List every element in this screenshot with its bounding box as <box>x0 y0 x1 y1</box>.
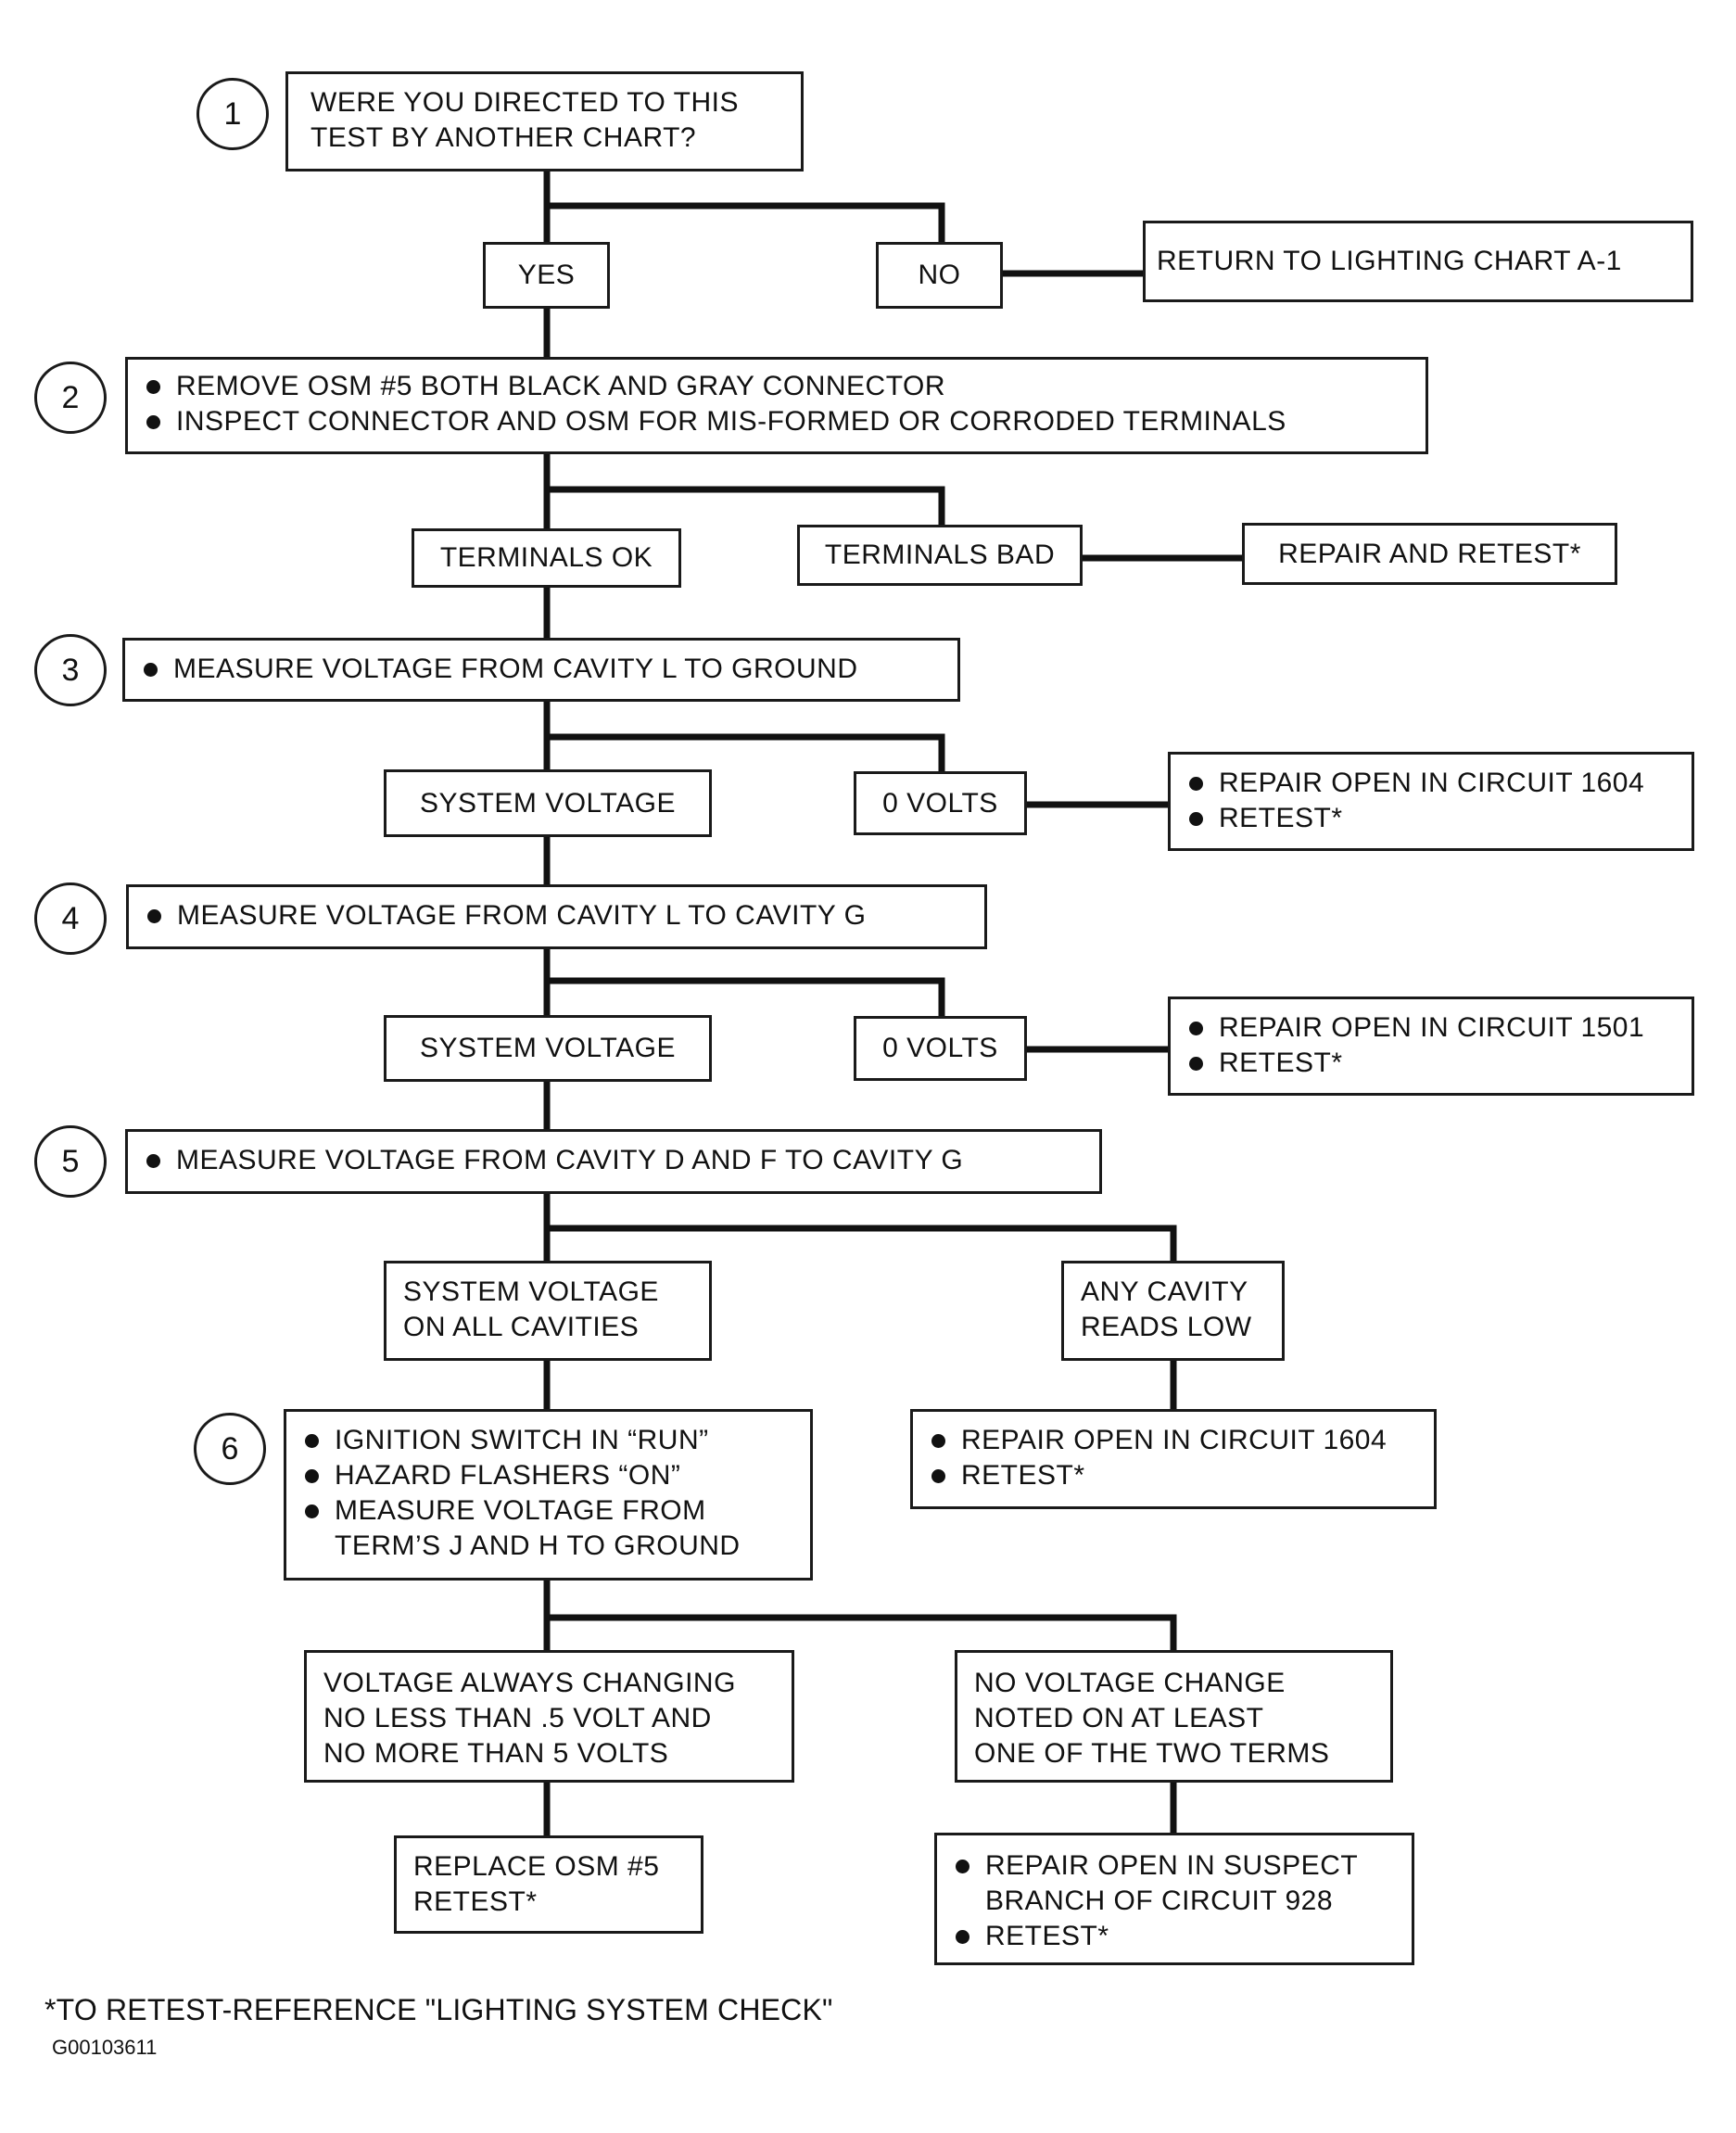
step-3-pass-box: SYSTEM VOLTAGE <box>384 769 712 837</box>
step-6-pass-box: VOLTAGE ALWAYS CHANGING NO LESS THAN .5 … <box>304 1650 794 1783</box>
step-3-fail-label: 0 VOLTS <box>882 787 998 819</box>
step-5-fail-line-2: READS LOW <box>1081 1312 1252 1342</box>
step-6-instruction-box: IGNITION SWITCH IN “RUN” HAZARD FLASHERS… <box>284 1409 813 1581</box>
step-1-question-box: WERE YOU DIRECTED TO THIS TEST BY ANOTHE… <box>285 71 804 171</box>
connector-6 <box>543 1577 1177 1839</box>
step-1-no-action-box: RETURN TO LIGHTING CHART A-1 <box>1143 221 1693 302</box>
step-6-fail-action-continuation: BRANCH OF CIRCUIT 928 <box>985 1885 1334 1916</box>
step-4-pass-box: SYSTEM VOLTAGE <box>384 1015 712 1082</box>
bullet-icon <box>146 380 160 394</box>
step-6-pass-action-1: REPLACE OSM #5 <box>413 1851 660 1882</box>
connector-3 <box>543 698 1174 808</box>
step-2-pass-box: TERMINALS OK <box>412 528 681 588</box>
step-1-no-action-label: RETURN TO LIGHTING CHART A-1 <box>1157 246 1622 276</box>
step-6-pass-line-2: NO LESS THAN .5 VOLT AND <box>323 1703 712 1733</box>
step-3-instruction-box: MEASURE VOLTAGE FROM CAVITY L TO GROUND <box>122 638 960 702</box>
step-number-2: 2 <box>34 362 107 434</box>
step-6-fail-action-box: REPAIR OPEN IN SUSPECT BRANCH OF CIRCUIT… <box>934 1833 1414 1965</box>
bullet-icon <box>1189 1057 1203 1071</box>
bullet-icon <box>144 663 158 677</box>
bullet-icon <box>146 415 160 429</box>
step-number-3: 3 <box>34 634 107 706</box>
step-4-pass-label: SYSTEM VOLTAGE <box>420 1033 676 1063</box>
step-5-fail-line-1: ANY CAVITY <box>1081 1276 1248 1307</box>
step-6-fail-action-2: RETEST* <box>985 1921 1109 1951</box>
step-5-pass-line-2: ON ALL CAVITIES <box>403 1312 640 1342</box>
step-number-5: 5 <box>34 1125 107 1198</box>
step-5-fail-action-1: REPAIR OPEN IN CIRCUIT 1604 <box>961 1425 1388 1455</box>
step-6-instruction-2: HAZARD FLASHERS “ON” <box>335 1460 681 1491</box>
step-1-question-line-2: TEST BY ANOTHER CHART? <box>310 122 697 153</box>
step-6-pass-action-2: RETEST* <box>413 1886 538 1917</box>
step-2-fail-label: TERMINALS BAD <box>824 540 1056 570</box>
bullet-icon <box>1189 777 1203 791</box>
bullet-icon <box>1189 812 1203 826</box>
step-number-6: 6 <box>194 1413 266 1485</box>
step-3-fail-box: 0 VOLTS <box>854 771 1027 835</box>
step-1-no-box: NO <box>876 242 1003 309</box>
step-6-fail-line-2: NOTED ON AT LEAST <box>974 1703 1264 1733</box>
step-4-instruction-box: MEASURE VOLTAGE FROM CAVITY L TO CAVITY … <box>126 884 987 949</box>
step-3-fail-action-1: REPAIR OPEN IN CIRCUIT 1604 <box>1219 768 1645 798</box>
step-number-4: 4 <box>34 882 107 955</box>
step-2-fail-box: TERMINALS BAD <box>797 525 1083 586</box>
step-6-fail-line-1: NO VOLTAGE CHANGE <box>974 1668 1286 1698</box>
bullet-icon <box>931 1469 945 1483</box>
step-4-fail-action-2: RETEST* <box>1219 1047 1343 1078</box>
step-6-instruction-1: IGNITION SWITCH IN “RUN” <box>335 1425 709 1455</box>
step-1-question-line-1: WERE YOU DIRECTED TO THIS <box>310 87 740 118</box>
step-5-fail-action-2: RETEST* <box>961 1460 1085 1491</box>
step-2-fail-action-box: REPAIR AND RETEST* <box>1242 523 1617 585</box>
step-6-pass-line-1: VOLTAGE ALWAYS CHANGING <box>323 1668 736 1698</box>
step-1-no-label: NO <box>918 260 961 290</box>
bullet-icon <box>305 1469 319 1483</box>
step-3-pass-label: SYSTEM VOLTAGE <box>420 787 676 819</box>
bullet-icon <box>305 1434 319 1448</box>
step-1-yes-box: YES <box>483 242 610 309</box>
bullet-icon <box>956 1860 969 1873</box>
step-4-fail-action-1: REPAIR OPEN IN CIRCUIT 1501 <box>1219 1012 1645 1043</box>
bullet-icon <box>305 1505 319 1518</box>
connector-5 <box>543 1190 1177 1413</box>
step-2-pass-label: TERMINALS OK <box>439 542 653 573</box>
step-3-fail-action-box: REPAIR OPEN IN CIRCUIT 1604 RETEST* <box>1168 752 1694 851</box>
bullet-icon <box>147 909 161 923</box>
bullet-icon <box>1189 1022 1203 1035</box>
step-2-instruction-box: REMOVE OSM #5 BOTH BLACK AND GRAY CONNEC… <box>125 357 1428 454</box>
step-5-fail-action-box: REPAIR OPEN IN CIRCUIT 1604 RETEST* <box>910 1409 1437 1509</box>
figure-code: G00103611 <box>52 2036 158 2059</box>
step-4-instruction-1: MEASURE VOLTAGE FROM CAVITY L TO CAVITY … <box>177 900 867 931</box>
step-4-fail-box: 0 VOLTS <box>854 1016 1027 1081</box>
step-3-instruction-1: MEASURE VOLTAGE FROM CAVITY L TO GROUND <box>173 654 858 684</box>
step-2-fail-action-label: REPAIR AND RETEST* <box>1278 538 1581 569</box>
step-6-instruction-continuation: TERM’S J AND H TO GROUND <box>335 1530 741 1561</box>
step-5-pass-box: SYSTEM VOLTAGE ON ALL CAVITIES <box>384 1261 712 1361</box>
step-5-instruction-1: MEASURE VOLTAGE FROM CAVITY D AND F TO C… <box>176 1145 964 1175</box>
connector-4 <box>543 946 1174 1053</box>
step-6-fail-action-1: REPAIR OPEN IN SUSPECT <box>985 1850 1359 1881</box>
step-1-yes-label: YES <box>517 260 576 290</box>
retest-footnote: *TO RETEST-REFERENCE "LIGHTING SYSTEM CH… <box>44 1993 833 2026</box>
connector-2 <box>543 451 1248 562</box>
step-2-instruction-1: REMOVE OSM #5 BOTH BLACK AND GRAY CONNEC… <box>176 371 946 401</box>
step-6-pass-action-box: REPLACE OSM #5 RETEST* <box>394 1835 703 1934</box>
step-5-instruction-box: MEASURE VOLTAGE FROM CAVITY D AND F TO C… <box>125 1129 1102 1194</box>
step-4-fail-label: 0 VOLTS <box>882 1033 998 1063</box>
step-6-instruction-3: MEASURE VOLTAGE FROM <box>335 1495 706 1526</box>
step-2-instruction-2: INSPECT CONNECTOR AND OSM FOR MIS-FORMED… <box>176 406 1286 437</box>
connector-1 <box>543 168 1149 277</box>
step-6-pass-line-3: NO MORE THAN 5 VOLTS <box>323 1738 669 1769</box>
step-5-fail-box: ANY CAVITY READS LOW <box>1061 1261 1285 1361</box>
step-3-fail-action-2: RETEST* <box>1219 803 1343 833</box>
step-5-pass-line-1: SYSTEM VOLTAGE <box>403 1276 659 1307</box>
step-6-fail-box: NO VOLTAGE CHANGE NOTED ON AT LEAST ONE … <box>955 1650 1393 1783</box>
step-number-1: 1 <box>196 78 269 150</box>
bullet-icon <box>931 1434 945 1448</box>
bullet-icon <box>956 1930 969 1944</box>
step-6-fail-line-3: ONE OF THE TWO TERMS <box>974 1738 1330 1769</box>
bullet-icon <box>146 1154 160 1168</box>
step-4-fail-action-box: REPAIR OPEN IN CIRCUIT 1501 RETEST* <box>1168 997 1694 1096</box>
